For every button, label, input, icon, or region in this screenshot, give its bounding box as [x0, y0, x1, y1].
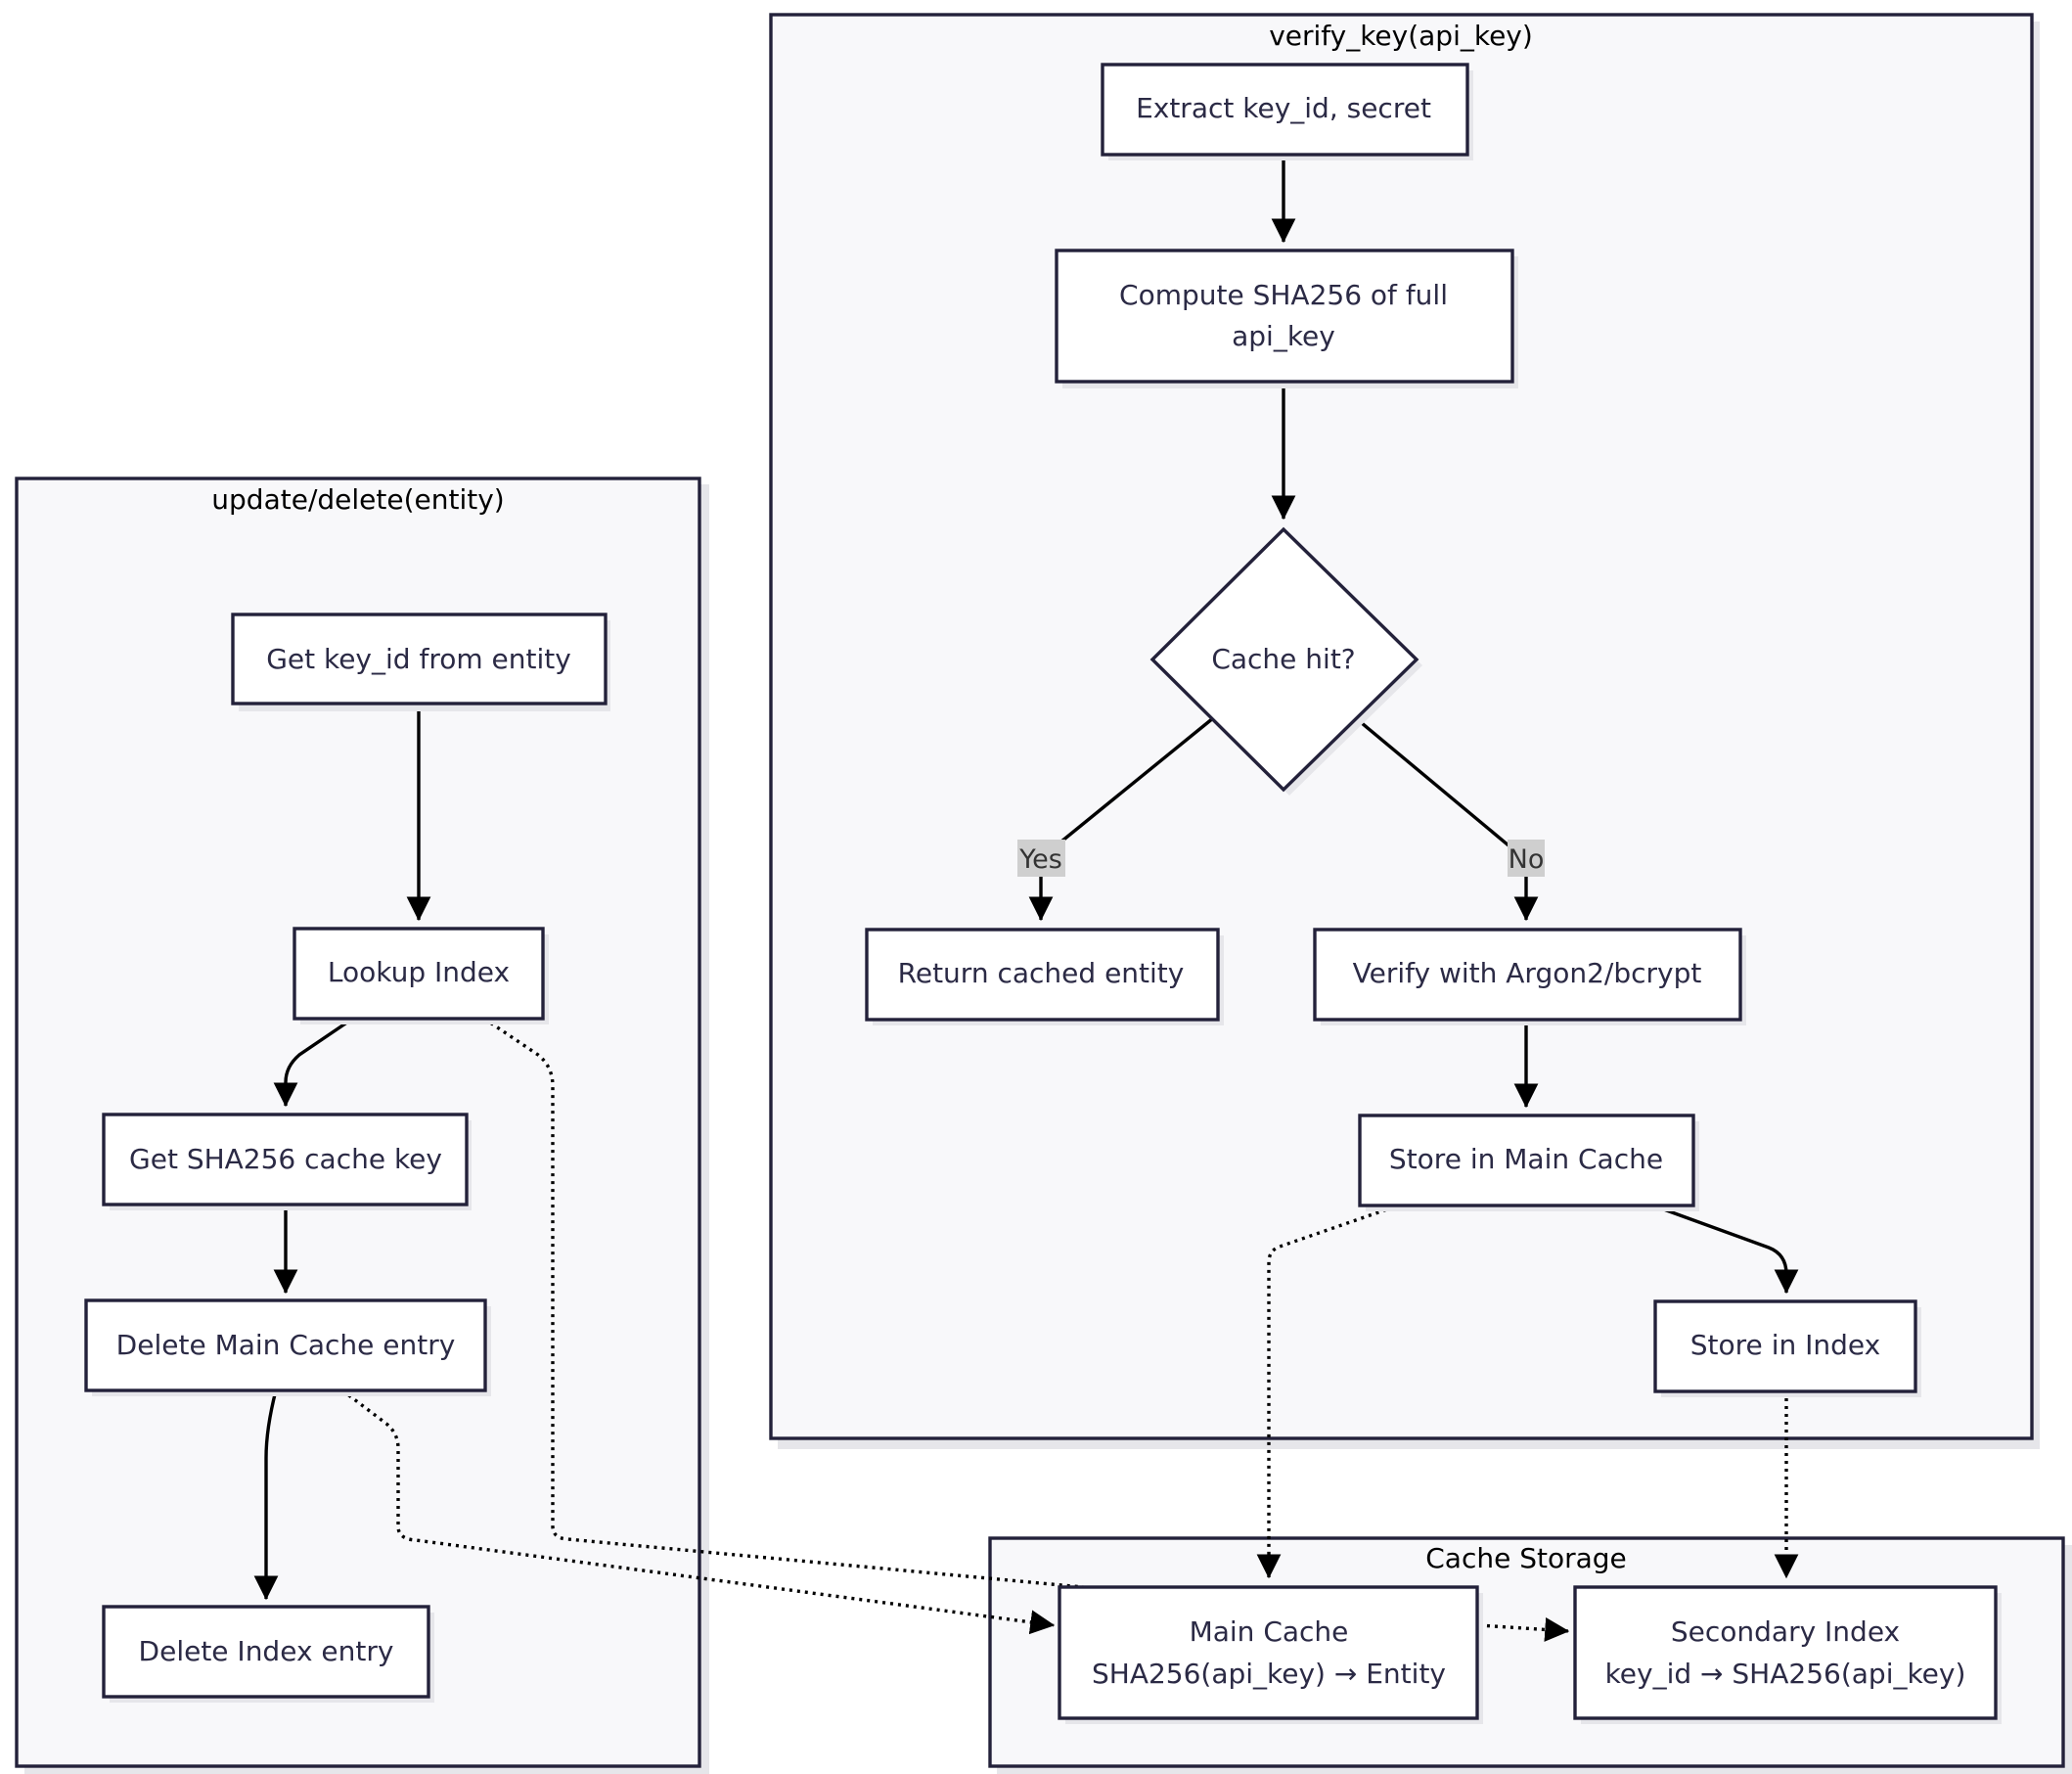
node-label: Return cached entity — [898, 957, 1185, 989]
edge-label-bg — [1017, 840, 1065, 877]
node-label: Verify with Argon2/bcrypt — [1353, 957, 1702, 989]
node-return-cached-entity[interactable]: Return cached entity — [865, 928, 1224, 1025]
cluster-verify-key: verify_key(api_key) — [769, 13, 2040, 1449]
node-secondary-index[interactable]: Secondary Index key_id → SHA256(api_key) — [1573, 1585, 2002, 1724]
node-label-line-2: SHA256(api_key) → Entity — [1092, 1658, 1446, 1690]
node-label: Delete Index entry — [139, 1635, 394, 1667]
edge-label-yes-text: Yes — [1018, 844, 1062, 875]
node-lookup-index[interactable]: Lookup Index — [293, 927, 549, 1024]
edge-lookup-maincache — [483, 1017, 1084, 1589]
node-label-line-2: api_key — [1232, 320, 1335, 352]
edge-storemain-storeindex — [1649, 1203, 1799, 1295]
node-cache-hit-decision[interactable]: Cache hit? — [1149, 526, 1422, 796]
node-label: Get SHA256 cache key — [129, 1143, 442, 1175]
cluster-title-update-delete: update/delete(entity) — [211, 483, 504, 516]
edge-label-no: No — [1508, 840, 1545, 877]
node-label-line-2: key_id → SHA256(api_key) — [1605, 1658, 1966, 1690]
node-label: Extract key_id, secret — [1136, 92, 1431, 124]
node-main-cache[interactable]: Main Cache SHA256(api_key) → Entity — [1058, 1585, 1483, 1724]
edges-dotted — [340, 1017, 1799, 1642]
cluster-title-cache-storage: Cache Storage — [1425, 1542, 1627, 1574]
node-verify-argon2-bcrypt[interactable]: Verify with Argon2/bcrypt — [1313, 928, 1746, 1025]
node-extract-key-id-secret[interactable]: Extract key_id, secret — [1101, 63, 1473, 160]
node-label: Delete Main Cache entry — [116, 1329, 456, 1361]
edge-lookup-getsha — [273, 1016, 355, 1108]
node-label-line-1: Compute SHA256 of full — [1119, 279, 1448, 311]
node-store-in-main-cache[interactable]: Store in Main Cache — [1358, 1114, 1699, 1211]
node-get-key-id[interactable]: Get key_id from entity — [231, 613, 610, 711]
node-label-line-1: Secondary Index — [1671, 1615, 1900, 1648]
node-label: Store in Index — [1690, 1329, 1880, 1361]
edge-storemain-maincache — [1256, 1203, 1402, 1579]
node-label-line-1: Main Cache — [1190, 1615, 1349, 1648]
edge-label-no-text: No — [1509, 844, 1545, 875]
node-compute-sha256[interactable]: Compute SHA256 of full api_key — [1055, 249, 1518, 388]
node-label: Store in Main Cache — [1389, 1143, 1663, 1175]
node-label: Lookup Index — [328, 956, 510, 988]
node-delete-index-entry[interactable]: Delete Index entry — [102, 1605, 434, 1703]
edge-deletemain-deleteindex — [253, 1389, 279, 1601]
node-store-in-index[interactable]: Store in Index — [1653, 1299, 1921, 1397]
node-delete-main-cache-entry[interactable]: Delete Main Cache entry — [84, 1298, 491, 1396]
node-label: Cache hit? — [1211, 643, 1355, 675]
edge-label-yes: Yes — [1017, 840, 1065, 877]
cluster-title-verify-key: verify_key(api_key) — [1269, 20, 1533, 52]
cluster-frame — [769, 13, 2034, 1440]
node-label: Get key_id from entity — [266, 643, 571, 675]
node-get-sha256-cache-key[interactable]: Get SHA256 cache key — [102, 1113, 472, 1210]
edge-label-bg — [1508, 840, 1545, 877]
